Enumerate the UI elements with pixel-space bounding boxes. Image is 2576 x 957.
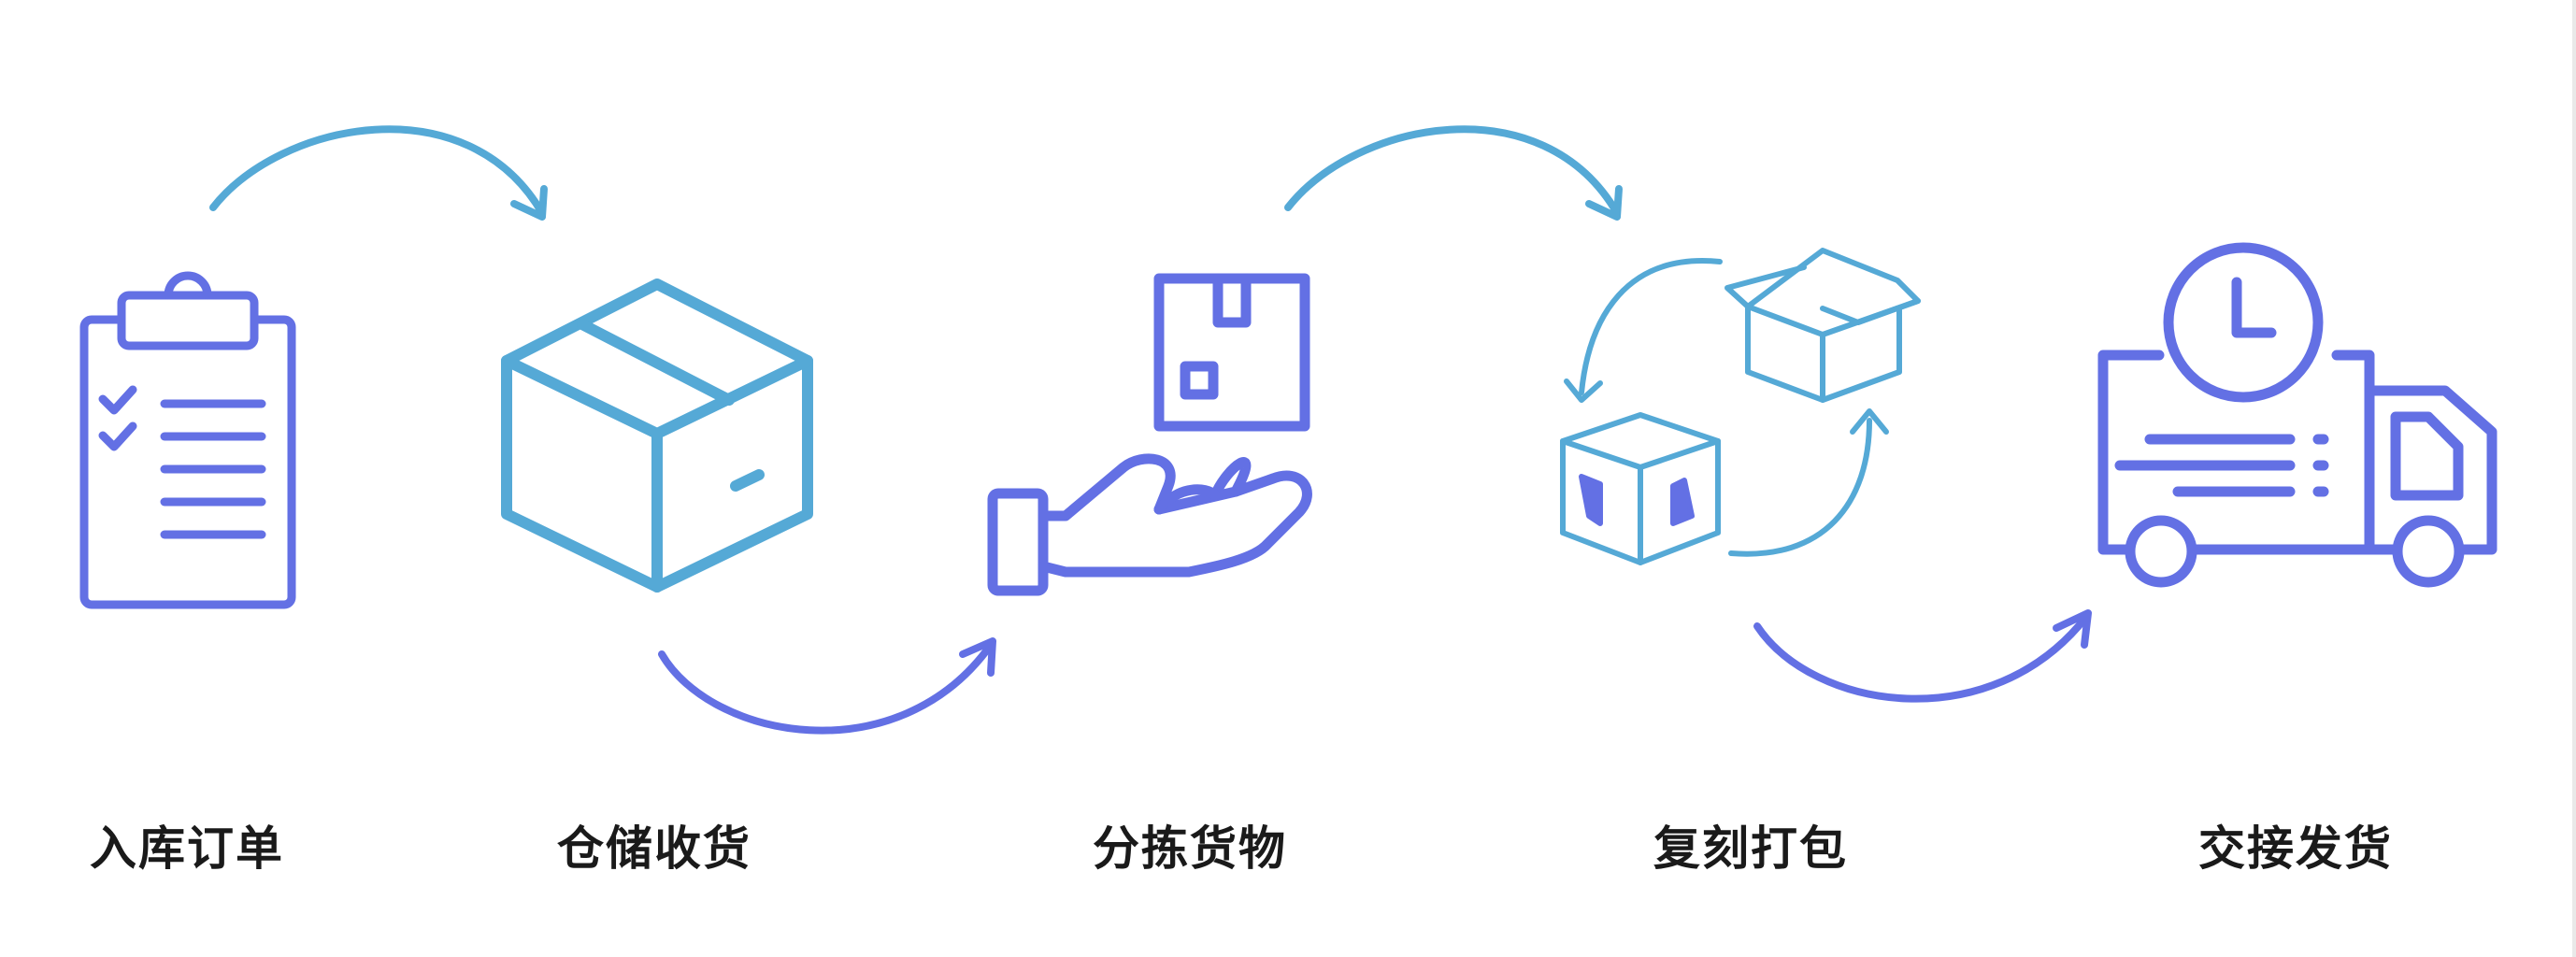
flow-arrow-3 [1284, 125, 1623, 221]
hand-holding-box-icon [987, 273, 1312, 596]
step-label-warehouse-receiving: 仓储收货 [557, 821, 751, 876]
clipboard-checklist-icon [79, 271, 296, 609]
delivery-truck-clock-icon [2097, 242, 2497, 588]
boxes-exchange-icon [1560, 248, 1921, 565]
flow-arrow-1 [209, 125, 548, 221]
step-label-handover-ship: 交接发货 [2198, 821, 2393, 876]
flow-arrow-2 [658, 637, 996, 735]
cardboard-box-icon [501, 279, 813, 593]
step-label-sort-goods: 分拣货物 [1093, 821, 1287, 876]
step-label-inbound-order: 入库订单 [90, 821, 284, 876]
step-label-repack: 复刻打包 [1653, 821, 1848, 876]
page-edge-divider [2572, 0, 2576, 957]
flow-arrow-4 [1753, 609, 2092, 703]
